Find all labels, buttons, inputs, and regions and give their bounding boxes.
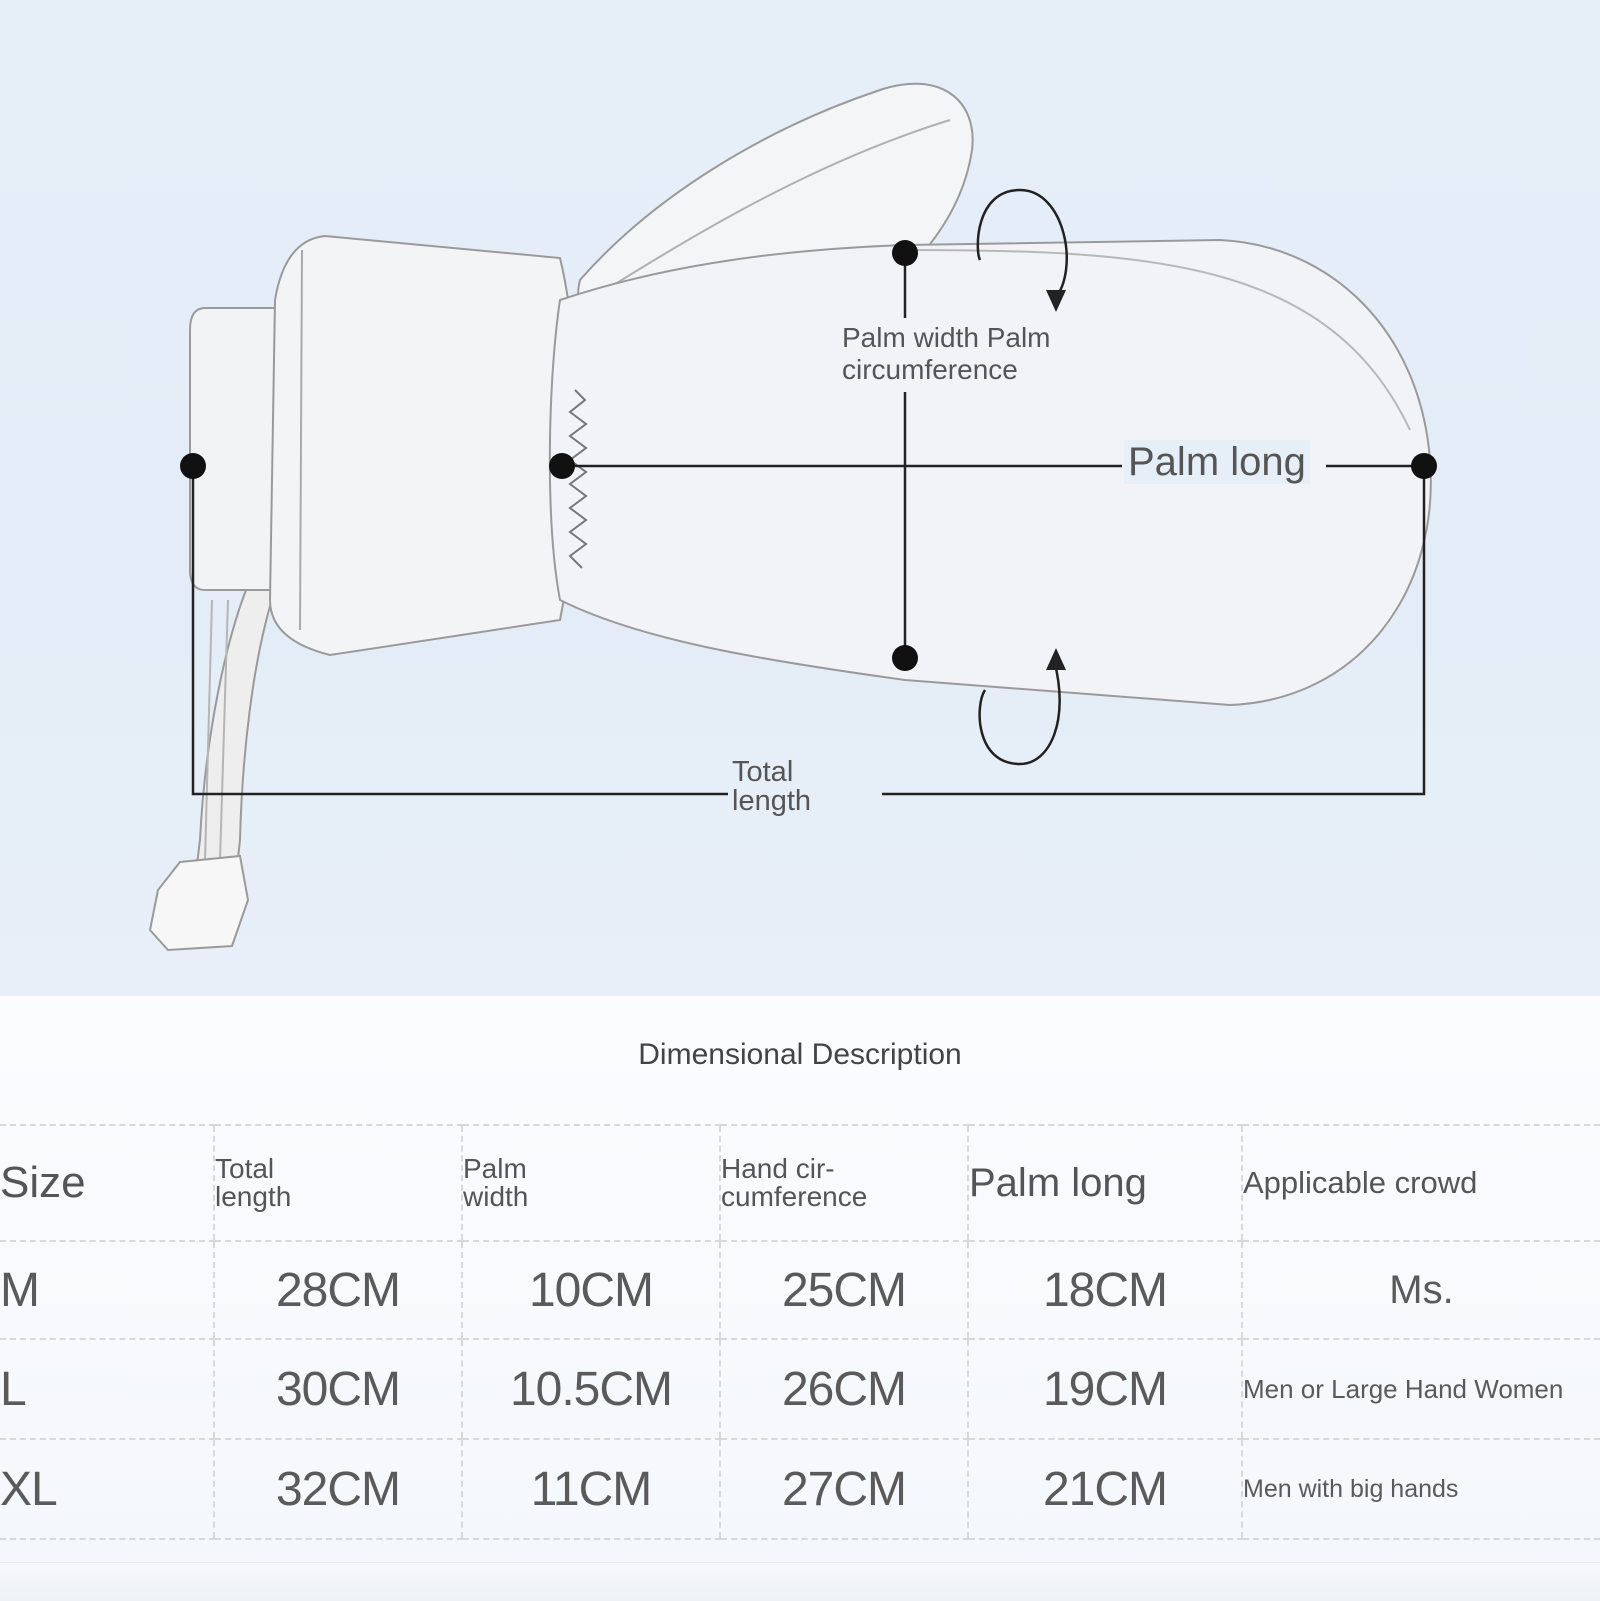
cell-applicable-crowd: Men with big hands xyxy=(1241,1438,1600,1540)
header-hand-circumference: Hand cir- cumference xyxy=(719,1124,968,1242)
header-size: Size xyxy=(0,1124,214,1242)
header-total-length-line1: Total xyxy=(215,1153,275,1184)
header-applicable-crowd: Applicable crowd xyxy=(1241,1124,1600,1242)
lanyard-strap xyxy=(193,578,277,887)
circumference-arc-bottom xyxy=(978,659,1061,766)
total-length-line-left xyxy=(191,466,728,796)
measure-dot-wrist xyxy=(549,453,575,479)
cell-applicable-crowd: Men or Large Hand Women xyxy=(1241,1338,1600,1440)
arrow-head-down-icon xyxy=(1046,290,1066,312)
mitten-illustration xyxy=(148,82,1437,952)
cell-palm-long: 21CM xyxy=(967,1438,1242,1540)
cell-palm-width: 10.5CM xyxy=(461,1338,720,1440)
arrow-head-up-icon xyxy=(1046,648,1066,670)
lanyard-texture xyxy=(204,599,229,861)
cuff-end xyxy=(189,307,291,591)
cell-size: M xyxy=(0,1240,214,1340)
lanyard-tip xyxy=(148,854,250,952)
glove-cuff xyxy=(268,234,576,657)
cell-hand-circumference: 26CM xyxy=(719,1338,968,1440)
measure-dot-palm-top xyxy=(892,240,918,266)
measure-dot-palm-bottom xyxy=(892,645,918,671)
total-length-line-right xyxy=(882,466,1426,796)
header-palm-width-line2: width xyxy=(463,1181,529,1212)
cell-palm-width: 11CM xyxy=(461,1438,720,1540)
cell-total-length: 30CM xyxy=(213,1338,462,1440)
wrist-elastic xyxy=(568,389,588,569)
header-palm-width: Palm width xyxy=(461,1124,720,1242)
cell-size: L xyxy=(0,1338,214,1440)
table-title: Dimensional Description xyxy=(638,1038,962,1071)
total-length-label: Total length xyxy=(732,756,812,817)
glove-size-diagram: Palm width Palm circumference Palm long … xyxy=(0,0,1600,996)
size-table-section: Dimensional Description Size Total lengt… xyxy=(0,996,1600,1601)
glove-hand xyxy=(548,238,1432,707)
header-hand-circ-line2: cumference xyxy=(721,1181,868,1212)
cell-size: XL xyxy=(0,1438,214,1540)
bottom-strip xyxy=(0,1562,1600,1601)
table-row: L 30CM 10.5CM 26CM 19CM Men or Large Han… xyxy=(0,1338,1600,1440)
cell-total-length: 32CM xyxy=(213,1438,462,1540)
palm-width-label: Palm width Palm circumference xyxy=(842,322,1051,385)
table-row: M 28CM 10CM 25CM 18CM Ms. xyxy=(0,1240,1600,1340)
measure-dot-cuff xyxy=(180,453,206,479)
rotation-arrow-icon xyxy=(1046,290,1066,670)
table-row: XL 32CM 11CM 27CM 21CM Men with big hand… xyxy=(0,1438,1600,1540)
cell-palm-long: 19CM xyxy=(967,1338,1242,1440)
cell-palm-long: 18CM xyxy=(967,1240,1242,1340)
cell-applicable-crowd: Ms. xyxy=(1241,1240,1600,1340)
measure-dot-fingertip xyxy=(1411,453,1437,479)
cuff-seam xyxy=(299,249,303,631)
thumb-seam xyxy=(589,119,951,301)
circumference-arc-top xyxy=(976,188,1068,301)
header-palm-long: Palm long xyxy=(967,1124,1242,1242)
header-total-length-line2: length xyxy=(215,1181,292,1212)
measurement-lines xyxy=(191,188,1426,796)
table-header-row: Size Total length Palm width Hand cir- c… xyxy=(0,1124,1600,1242)
cell-hand-circumference: 25CM xyxy=(719,1240,968,1340)
cell-total-length: 28CM xyxy=(213,1240,462,1340)
header-palm-width-line1: Palm xyxy=(463,1153,527,1184)
cell-palm-width: 10CM xyxy=(461,1240,720,1340)
size-table: Size Total length Palm width Hand cir- c… xyxy=(0,1124,1600,1540)
hand-seam-top xyxy=(904,249,1411,431)
cell-hand-circumference: 27CM xyxy=(719,1438,968,1540)
header-total-length: Total length xyxy=(213,1124,462,1242)
measurement-points xyxy=(180,240,1437,671)
palm-long-label: Palm long xyxy=(1124,440,1310,484)
header-hand-circ-line1: Hand cir- xyxy=(721,1153,835,1184)
